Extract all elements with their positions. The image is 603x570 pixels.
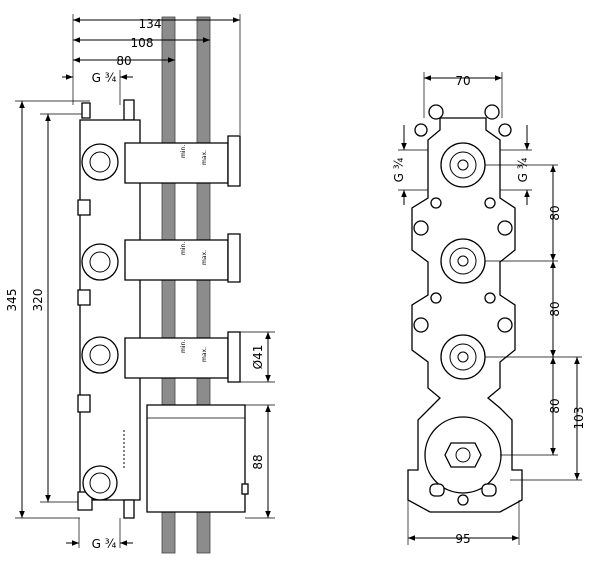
spindle-3: min. max. [124,331,241,383]
spindle-3-max-label: max. [201,347,208,362]
dimension-wall-inner: 80 [116,54,131,68]
valve-port-1-inner [89,151,111,173]
mount-lug-3 [413,220,429,236]
valve-body-front [407,117,523,513]
dimension-spacing-3: 80 [548,398,562,413]
valve-port-1 [81,143,119,181]
mount-lug-5 [413,317,429,333]
bottom-outlet-right [481,483,497,497]
thermostat-box [146,404,246,513]
valve-outlet-3-inner [449,343,477,371]
mount-lug-4 [497,220,513,236]
dimension-total-height: 345 [5,289,19,312]
thread-size-top: G ¾ [92,71,117,85]
valve-outlet-1 [440,142,486,188]
dimension-outlet-spacing: 103 [572,407,586,430]
spindle-2-min-label: min. [180,242,187,255]
valve-outlet-2-core [457,255,469,267]
spindle-1: min. max. [124,135,241,187]
dimension-wall-outer: 108 [131,36,154,50]
dimension-diameter: Ø41 [251,345,265,370]
valve-port-2 [81,243,119,281]
front-view: 70 G ¾ G ¾ [392,72,586,546]
dimension-box-height: 88 [251,454,265,469]
dimension-spacing-2: 80 [548,301,562,316]
mount-lug-7 [430,197,442,209]
valve-port-3 [81,336,119,374]
thread-size-left: G ¾ [392,157,406,182]
dimension-mount-height: 320 [31,289,45,312]
spindle-2-max-label: max. [201,250,208,265]
mount-lug-2 [498,123,512,137]
mount-lug-8 [484,197,496,209]
thread-size-right: G ¾ [516,157,530,182]
mount-lug-9 [430,292,442,304]
dimension-spacing-1: 80 [548,205,562,220]
bottom-drain [457,494,469,506]
bottom-outlet-left [429,483,445,497]
dimension-width-bottom: 95 [455,532,470,546]
valve-port-3-inner [89,344,111,366]
spindle-2: min. max. [124,233,241,283]
valve-outlet-1-core [457,159,469,171]
valve-outlet-2-inner [449,247,477,275]
mount-lug-10 [484,292,496,304]
valve-outlet-1-inner [449,151,477,179]
valve-outlet-2 [440,238,486,284]
mount-lug-top-right [484,104,500,120]
valve-outlet-3 [440,334,486,380]
side-view: 134 108 80 G ¾ 345 320 [5,14,275,554]
spindle-3-min-label: min. [180,340,187,353]
thread-size-bottom: G ¾ [92,537,117,551]
spindle-1-min-label: min. [180,145,187,158]
dimension-total-width: 134 [139,17,162,31]
hex-nut [444,442,482,468]
valve-port-2-inner [89,251,111,273]
spindle-1-max-label: max. [201,150,208,165]
bottom-port-inner [89,472,111,494]
valve-outlet-3-core [457,351,469,363]
thermostat-box-clip [241,483,249,495]
mount-lug-6 [497,317,513,333]
valve-body-side [77,99,141,519]
mount-lug-1 [414,123,428,137]
hex-nut-center [455,447,471,463]
mount-lug-top-left [428,104,444,120]
dimension-width-top: 70 [455,74,470,88]
bottom-port [82,465,118,501]
